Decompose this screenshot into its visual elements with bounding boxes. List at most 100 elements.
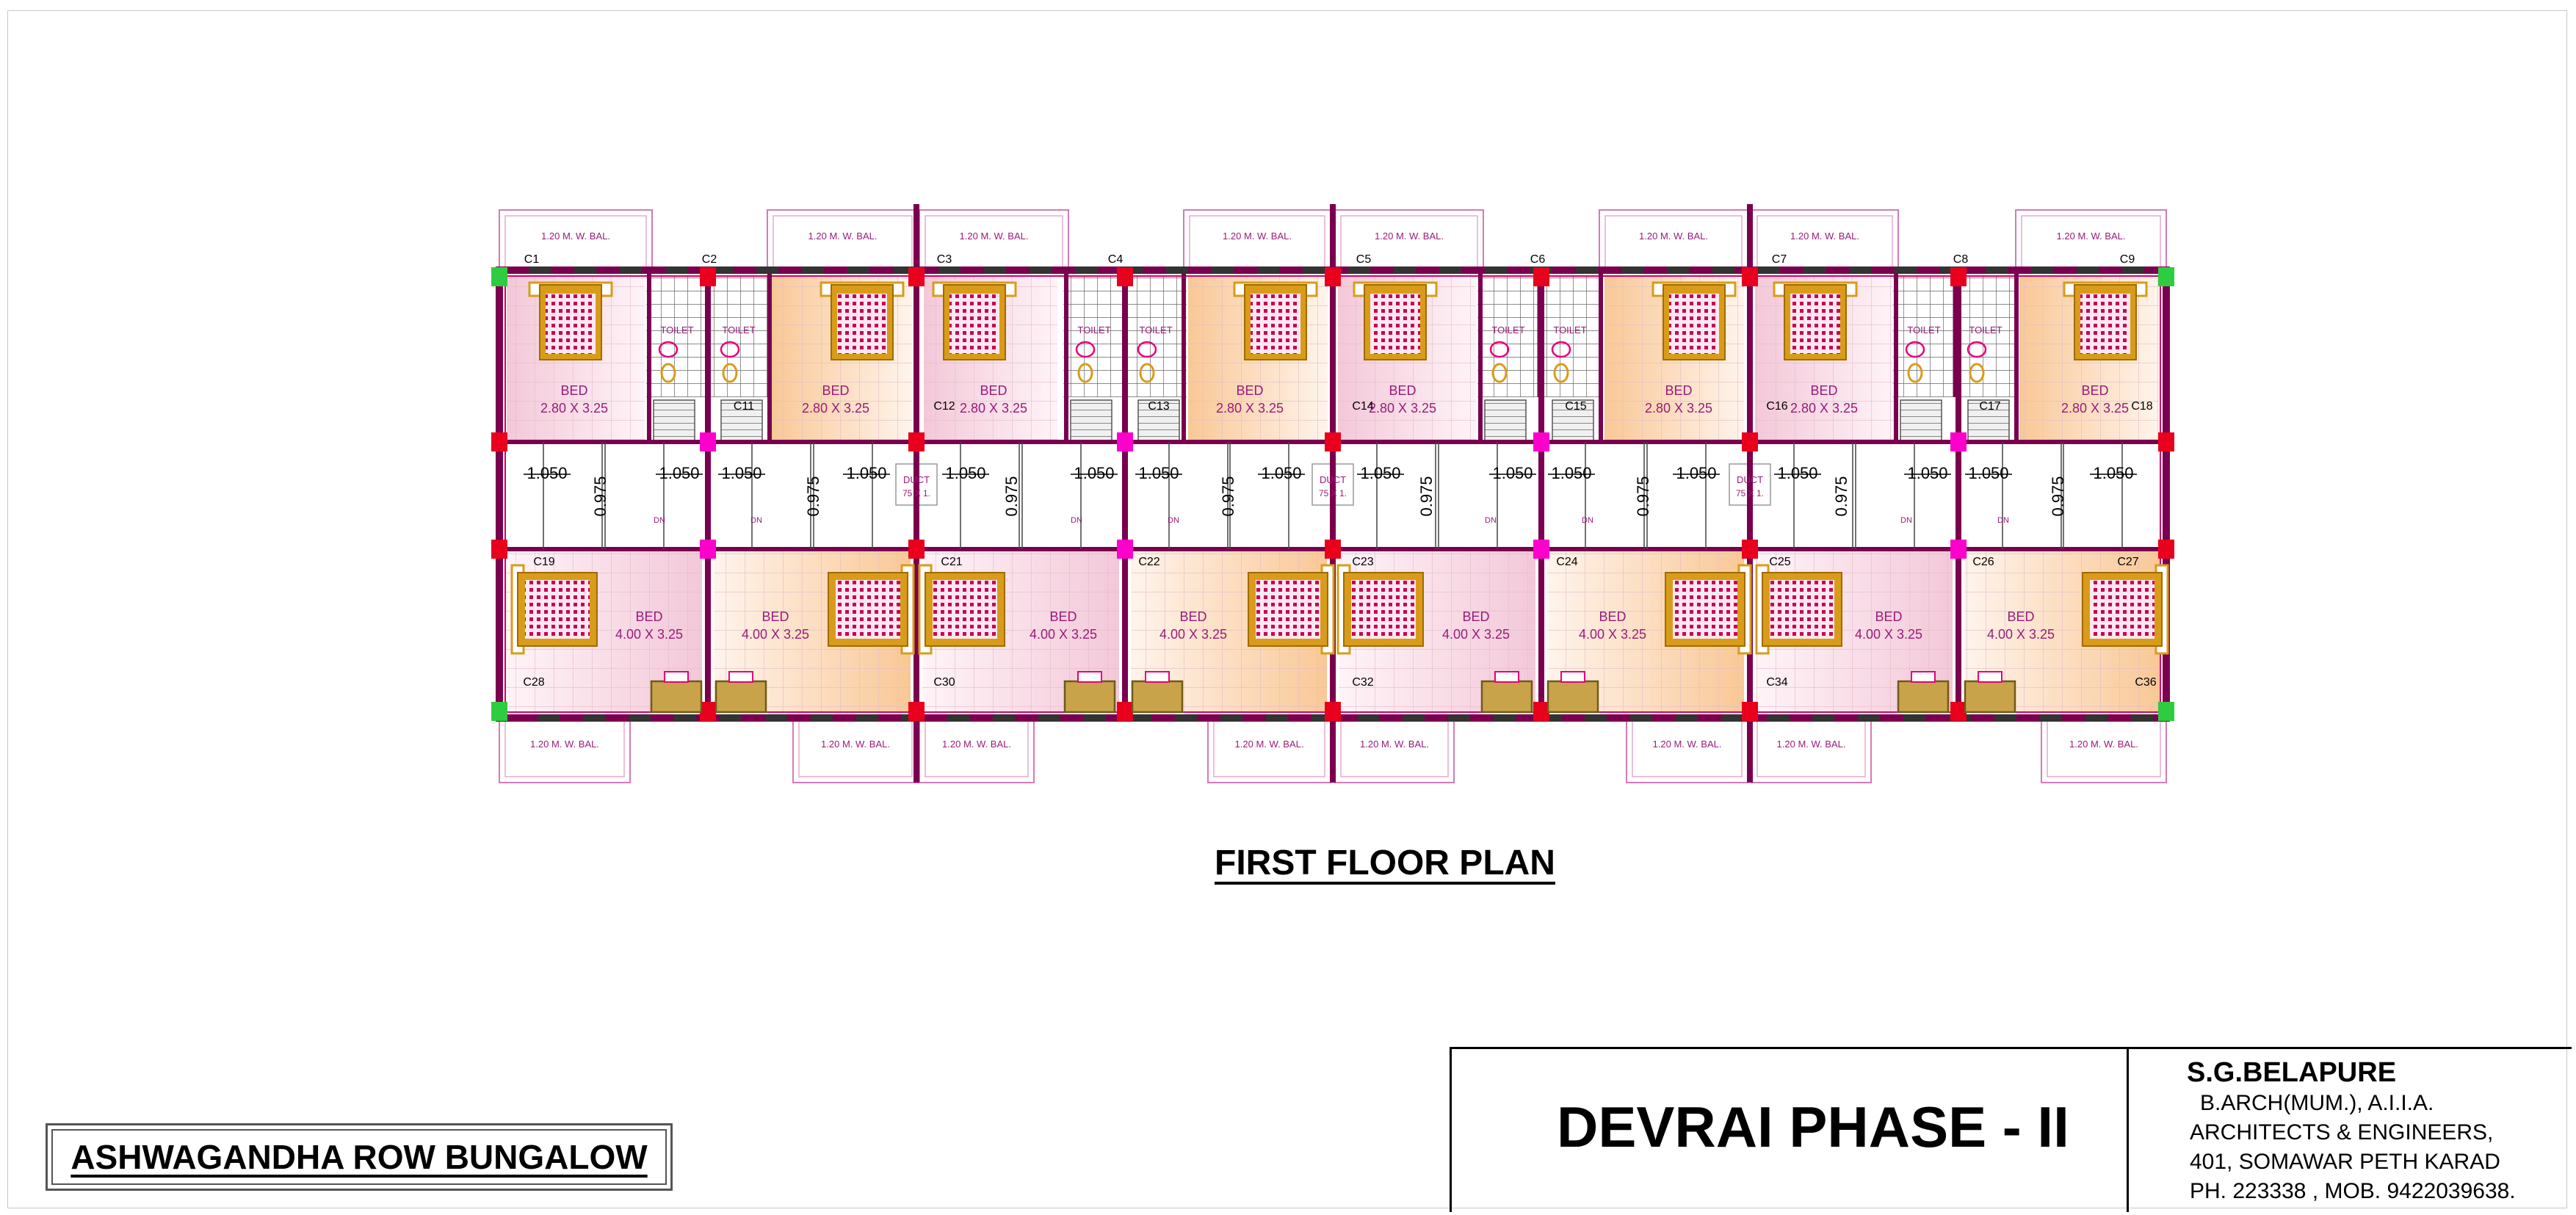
window-bottom	[1129, 714, 1151, 722]
bed-quilt	[1790, 294, 1840, 354]
balcony-label-bottom-1: 1.20 M. W. BAL.	[821, 739, 890, 750]
column-lower	[491, 540, 507, 559]
column-bottom	[700, 702, 716, 721]
window-bottom	[993, 714, 1015, 722]
stair-dn-right-2: DN	[1582, 516, 1593, 525]
wardrobe-stool	[1077, 671, 1102, 683]
balcony-bottom	[1207, 717, 1331, 783]
window-top	[1394, 266, 1416, 274]
balcony-label-bottom-2: 1.20 M. W. BAL.	[942, 739, 1011, 750]
window-bottom	[1266, 714, 1288, 722]
wardrobe	[1964, 680, 2016, 714]
balcony-bottom	[1626, 717, 1748, 783]
balcony-bottom	[1334, 717, 1455, 783]
window-top	[2031, 266, 2053, 274]
window-bottom	[1403, 714, 1425, 722]
window-top	[938, 266, 960, 274]
bed-quilt-large	[2090, 580, 2154, 639]
dimension-b-2: 0.975	[1002, 476, 1021, 516]
column-lower	[1533, 540, 1549, 559]
column-label-C32: C32	[1352, 676, 1373, 689]
dimension-a-6: 1.050	[1138, 464, 1179, 482]
dimension-a-13: 1.050	[1907, 464, 1947, 482]
scheme-name: DEVRAI PHASE - II	[1557, 1095, 2069, 1159]
column-top	[491, 267, 507, 286]
wash-basin	[1905, 341, 1925, 358]
window-top	[1667, 266, 1689, 274]
column-label-C24: C24	[1556, 556, 1577, 568]
window-bottom	[1994, 714, 2016, 722]
window-top	[529, 266, 551, 274]
room-label-top-7: BED	[2081, 383, 2108, 398]
column-lower	[908, 540, 925, 559]
window-bottom	[583, 714, 605, 722]
architect-phone: PH. 223338 , MOB. 9422039638.	[2190, 1179, 2516, 1203]
window-top	[1803, 266, 1826, 274]
column-label-C13: C13	[1148, 400, 1169, 413]
duct-label-1: DUCT	[1320, 474, 1346, 485]
balcony-label-top-3: 1.20 M. W. BAL.	[1223, 231, 1292, 242]
column-top	[1533, 267, 1549, 286]
bed-quilt	[1669, 294, 1719, 354]
stair-dn-left-0: DN	[654, 516, 665, 525]
bed-quilt-large	[933, 580, 997, 639]
window-top	[1849, 266, 1871, 274]
column-lower	[1325, 540, 1341, 559]
column-bottom	[491, 702, 507, 721]
column-bottom	[908, 702, 925, 721]
balcony-bottom	[1751, 717, 1872, 783]
window-bottom	[947, 714, 969, 722]
window-top	[1030, 266, 1052, 274]
balcony-top	[1599, 209, 1748, 271]
architect-details: S.G.BELAPURE B.ARCH(MUM.), A.I.I.A. ARCH…	[2144, 1057, 2516, 1206]
dimension-a-0: 1.050	[527, 464, 567, 482]
column-lower	[1950, 540, 1967, 559]
window-bottom	[811, 714, 833, 722]
bed-quilt-large	[525, 580, 590, 639]
column-label-C30: C30	[933, 676, 955, 689]
column-top	[1950, 267, 1967, 286]
title-block	[1450, 1047, 2572, 1212]
balcony-label-bottom-4: 1.20 M. W. BAL.	[1360, 739, 1429, 750]
bed-quilt	[949, 294, 999, 354]
window-top	[1895, 266, 1917, 274]
column-mid	[1117, 432, 1133, 451]
toilet-label-2: TOILET	[1491, 324, 1524, 336]
balcony-label-bottom-6: 1.20 M. W. BAL.	[1777, 739, 1846, 750]
column-label-C14: C14	[1352, 400, 1373, 413]
column-top	[908, 267, 925, 286]
window-top	[1621, 266, 1643, 274]
window-top	[711, 266, 733, 274]
column-mid	[908, 432, 925, 451]
column-label-C12: C12	[933, 400, 955, 413]
project-name: ASHWAGANDHA ROW BUNGALOW	[70, 1138, 648, 1176]
room-size-bottom-4: 4.00 X 3.25	[1442, 627, 1510, 642]
column-label-C15: C15	[1565, 400, 1586, 413]
balcony-label-top-4: 1.20 M. W. BAL.	[1375, 231, 1444, 242]
room-size-top-0: 2.80 X 3.25	[540, 401, 608, 416]
window-top	[1986, 266, 2008, 274]
window-bottom	[1539, 714, 1561, 722]
dimension-a-10: 1.050	[1551, 464, 1591, 482]
column-label-C1: C1	[524, 253, 540, 266]
toilet-label-0: TOILET	[660, 324, 693, 336]
bed-quilt	[1370, 294, 1420, 354]
room-label-bottom-7: BED	[2007, 609, 2034, 624]
dimension-a-3: 1.050	[846, 464, 886, 482]
column-label-C34: C34	[1766, 676, 1787, 689]
architect-qualification: B.ARCH(MUM.), A.I.I.A.	[2200, 1091, 2434, 1115]
dimension-a-9: 1.050	[1492, 464, 1533, 482]
window-top	[1303, 266, 1325, 274]
stair-dn-left-2: DN	[1485, 516, 1497, 525]
window-bottom	[1585, 714, 1607, 722]
column-top	[1742, 267, 1758, 286]
window-bottom	[674, 714, 696, 722]
column-label-C2: C2	[702, 253, 717, 266]
column-top	[700, 267, 716, 286]
room-label-top-3: BED	[1236, 383, 1263, 398]
column-lower	[700, 540, 716, 559]
column-label-C4: C4	[1108, 253, 1124, 266]
project-name-frame: ASHWAGANDHA ROW BUNGALOW	[51, 1129, 667, 1185]
column-mid	[491, 432, 507, 451]
dimension-b-3: 0.975	[1219, 476, 1237, 516]
